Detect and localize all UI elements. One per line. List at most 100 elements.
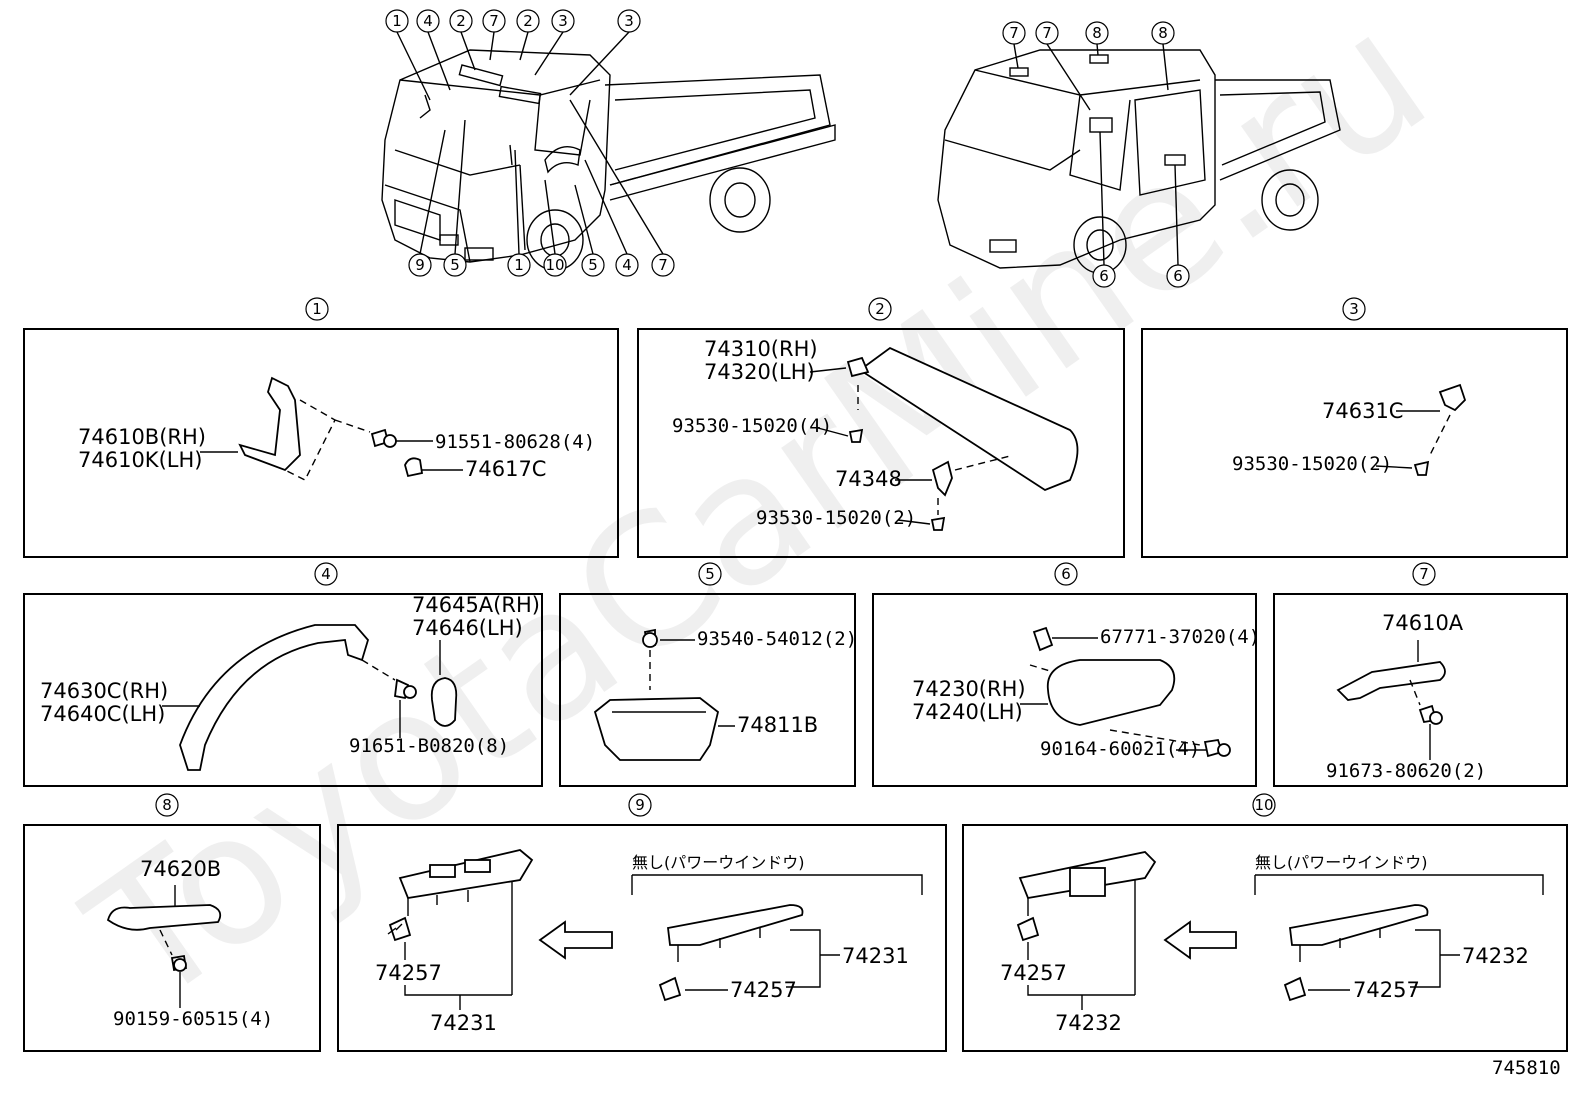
callout-6: 6: [1092, 264, 1116, 288]
svg-text:7: 7: [658, 256, 668, 274]
label-74232-a: 74232: [1055, 1011, 1122, 1035]
panel-9: 9 無し(パワーウインドウ) 74257 74231 74231 74257: [337, 793, 947, 1052]
label-93530-2: 93530-15020(2): [756, 507, 916, 529]
callout-8b: 8: [1151, 21, 1175, 45]
label-74231-b: 74231: [842, 944, 909, 968]
grip-74230: [1046, 659, 1176, 726]
label-no-power-window-10: 無し(パワーウインドウ): [1255, 853, 1428, 872]
grip-74610A: [1336, 661, 1446, 701]
callout-7b: 7: [651, 253, 675, 277]
svg-text:6: 6: [1173, 267, 1183, 285]
svg-text:8: 8: [1092, 24, 1102, 42]
panel-5: 5 93540-54012(2) 74811B: [559, 562, 857, 787]
hook-74631C: [1438, 383, 1467, 412]
label-91651: 91651-B0820(8): [349, 735, 509, 757]
panel-1: 1 74610B(RH) 74610K(LH) 91551-80628(4) 7…: [23, 297, 619, 558]
label-74631C: 74631C: [1322, 399, 1403, 423]
callout-1b: 1: [507, 253, 531, 277]
panel-6: 6 67771-37020(4) 74230(RH) 74240(LH) 901…: [872, 562, 1260, 787]
clip-74348: [931, 460, 953, 497]
callout-10: 10: [543, 253, 567, 277]
callout-3: 3: [551, 9, 575, 33]
svg-text:2: 2: [456, 12, 466, 30]
armrest-74231-pw: [398, 849, 534, 900]
svg-text:4: 4: [423, 12, 433, 30]
label-74630C: 74630C(RH): [40, 679, 168, 703]
panel-4-number: 4: [321, 565, 331, 583]
cap-74645A: [430, 677, 458, 727]
panel-7: 7 74610A 91673-80620(2): [1273, 562, 1568, 787]
callout-7d: 7: [1035, 21, 1059, 45]
callout-6b: 6: [1166, 264, 1190, 288]
label-74257-a: 74257: [375, 961, 442, 985]
label-74617C: 74617C: [465, 457, 546, 481]
panel-8: 8 74620B 90159-60515(4): [23, 793, 321, 1052]
armrest-74232: [1289, 904, 1429, 946]
label-93540: 93540-54012(2): [697, 628, 857, 650]
label-91551: 91551-80628(4): [435, 431, 595, 453]
callout-4: 4: [416, 9, 440, 33]
panel-10-number: 10: [1254, 796, 1273, 814]
svg-text:1: 1: [392, 12, 402, 30]
arrow: [538, 920, 613, 960]
label-93530-4: 93530-15020(4): [672, 415, 832, 437]
svg-text:3: 3: [624, 12, 634, 30]
garnish-74630C: [179, 624, 370, 771]
label-74310: 74310(RH): [704, 337, 818, 361]
label-74257-b: 74257: [730, 978, 797, 1002]
label-67771: 67771-37020(4): [1100, 626, 1260, 648]
armrest-74231: [667, 904, 804, 946]
clip-67771: [1032, 626, 1054, 652]
panel-2-number: 2: [875, 300, 885, 318]
svg-text:8: 8: [1158, 24, 1168, 42]
diagram-id: 745810: [1492, 1057, 1561, 1079]
left-truck-callouts: 1 4 2 7 2 3 3 9 5 1 10 5 4 7: [385, 9, 675, 277]
clip-74257-b: [658, 976, 682, 1002]
panel-3: 3 74631C 93530-15020(2): [1141, 297, 1568, 558]
svg-text:5: 5: [588, 256, 598, 274]
label-74610B: 74610B(RH): [78, 425, 206, 449]
svg-text:2: 2: [523, 12, 533, 30]
label-74811B: 74811B: [737, 713, 818, 737]
callout-9: 9: [408, 253, 432, 277]
label-no-power-window-9: 無し(パワーウインドウ): [632, 853, 805, 872]
label-91673: 91673-80620(2): [1326, 760, 1486, 782]
panel-2: 2 74310(RH) 74320(LH) 93530-15020(4) 743…: [637, 297, 1125, 558]
label-74610K: 74610K(LH): [78, 448, 202, 472]
panel-3-number: 3: [1349, 300, 1359, 318]
callout-2b: 2: [516, 9, 540, 33]
svg-text:7: 7: [1042, 24, 1052, 42]
callout-1: 1: [385, 9, 409, 33]
label-74257-c: 74257: [1000, 961, 1067, 985]
svg-text:6: 6: [1099, 267, 1109, 285]
clip-74257-d: [1283, 976, 1307, 1002]
panel-10: 10 無し(パワーウインドウ) 74257 74232 74232 74257: [962, 793, 1568, 1052]
svg-text:9: 9: [415, 256, 425, 274]
callout-4b: 4: [615, 253, 639, 277]
svg-text:10: 10: [545, 256, 564, 274]
arrow-2: [1163, 920, 1237, 960]
label-74646: 74646(LH): [412, 616, 523, 640]
truck-single-cab: [381, 49, 836, 271]
panel-9-number: 9: [635, 796, 645, 814]
svg-text:1: 1: [514, 256, 524, 274]
label-74240: 74240(LH): [912, 700, 1023, 724]
panel-6-number: 6: [1061, 565, 1071, 583]
grip-74620B: [106, 904, 222, 931]
panel-1-number: 1: [312, 300, 322, 318]
label-74645A: 74645A(RH): [412, 593, 540, 617]
svg-text:7: 7: [489, 12, 499, 30]
callout-5: 5: [443, 253, 467, 277]
pocket-74811B: [593, 697, 720, 761]
label-74231-a: 74231: [430, 1011, 497, 1035]
panel-4: 4 74645A(RH) 74646(LH) 74630C(RH) 74640C…: [23, 562, 543, 787]
label-74230: 74230(RH): [912, 677, 1026, 701]
label-74348: 74348: [835, 467, 902, 491]
callout-8: 8: [1085, 21, 1109, 45]
callout-2: 2: [449, 9, 473, 33]
label-74232-b: 74232: [1462, 944, 1529, 968]
label-74640C: 74640C(LH): [40, 702, 165, 726]
label-90164: 90164-60021(4): [1040, 738, 1200, 760]
callout-3b: 3: [617, 9, 641, 33]
clip-74257-c: [1016, 916, 1040, 942]
